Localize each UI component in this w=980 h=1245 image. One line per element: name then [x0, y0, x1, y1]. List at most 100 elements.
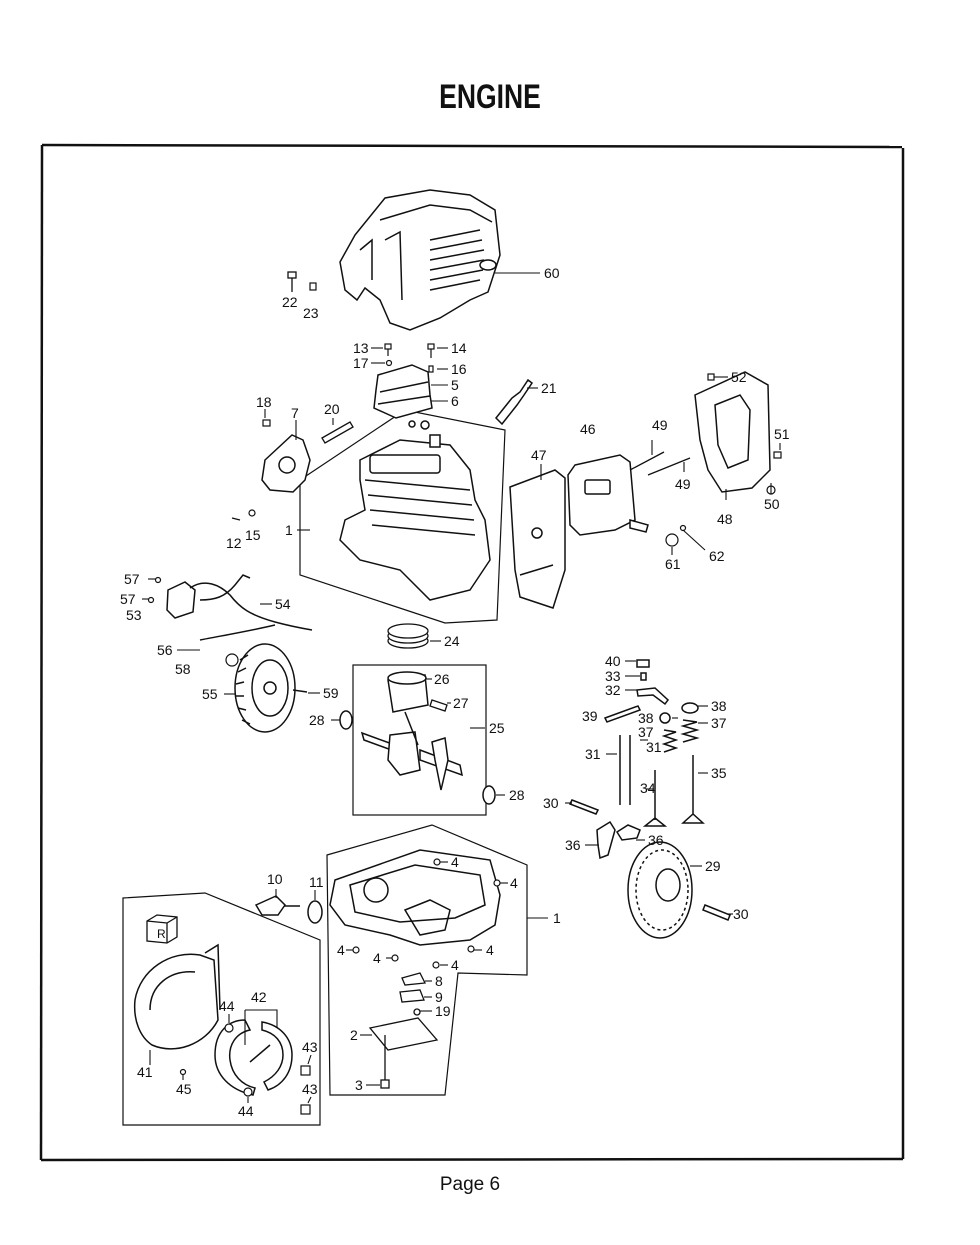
spark-plug	[494, 378, 534, 426]
callout-30-top: 30	[543, 795, 559, 811]
callout-28-right: 28	[509, 787, 525, 803]
muffler	[567, 454, 649, 536]
callout-49-top: 49	[652, 417, 668, 433]
callout-45: 45	[176, 1081, 192, 1097]
callout-4-right-b: 4	[486, 942, 494, 958]
seal-11	[307, 900, 323, 924]
callout-52: 52	[731, 369, 747, 385]
callout-36-left: 36	[565, 837, 581, 853]
callout-53: 53	[126, 607, 142, 623]
muffler-guard	[694, 371, 771, 493]
piston-rings	[387, 623, 429, 649]
callout-62: 62	[709, 548, 725, 564]
callout-11: 11	[309, 874, 324, 890]
cube-badge: R	[157, 927, 166, 941]
callout-50: 50	[764, 496, 780, 512]
callout-58: 58	[175, 661, 191, 677]
valve-35	[681, 755, 705, 824]
ignition-coil	[166, 574, 313, 641]
rod-20	[321, 421, 354, 444]
callout-44-bottom: 44	[238, 1103, 254, 1119]
engine-shroud	[339, 189, 501, 331]
nut-58-washer	[225, 653, 239, 667]
callout-18: 18	[256, 394, 272, 410]
screw-12-15	[231, 509, 256, 521]
rocker-arm-32	[636, 687, 670, 706]
bolts-4	[352, 858, 501, 969]
callout-15: 15	[245, 527, 261, 543]
callout-3: 3	[355, 1077, 363, 1093]
tappet-36-left	[596, 820, 616, 860]
callout-7: 7	[291, 405, 299, 421]
camshaft-gear	[627, 841, 731, 939]
callout-43-top: 43	[302, 1039, 318, 1055]
callout-37-left: 37	[638, 724, 654, 740]
callout-56: 56	[157, 642, 173, 658]
callout-43-bottom: 43	[302, 1081, 318, 1097]
valve-34	[642, 770, 668, 827]
callout-41: 41	[137, 1064, 153, 1080]
callout-28-left: 28	[309, 712, 325, 728]
governor-10	[254, 895, 300, 916]
callout-8: 8	[435, 973, 443, 989]
screw-18-icon	[262, 419, 271, 427]
cylinder-block	[339, 420, 491, 601]
callout-39: 39	[582, 708, 598, 724]
instruction-cube-icon	[146, 914, 178, 944]
heat-shield	[509, 469, 566, 609]
callout-26: 26	[434, 671, 450, 687]
callout-33: 33	[605, 668, 621, 684]
oil-seal-28-right	[482, 785, 496, 805]
callout-10: 10	[267, 871, 283, 887]
callout-61: 61	[665, 556, 681, 572]
screws-57	[147, 576, 162, 604]
callout-35: 35	[711, 765, 727, 781]
key-59	[292, 689, 308, 693]
oil-parts	[368, 972, 439, 1089]
piston	[387, 671, 429, 713]
part-33	[640, 672, 647, 681]
callout-29: 29	[705, 858, 721, 874]
callout-1-cylinder: 1	[285, 522, 293, 538]
callout-37-right: 37	[711, 715, 727, 731]
callout-48: 48	[717, 511, 733, 527]
callout-4-bottom: 4	[451, 957, 459, 973]
callout-5: 5	[451, 377, 459, 393]
group-outlines	[122, 409, 528, 1126]
callout-21: 21	[541, 380, 557, 396]
crankcase-group-outline	[326, 824, 528, 1096]
bolts-49	[629, 451, 691, 476]
callout-16: 16	[451, 361, 467, 377]
callout-59: 59	[323, 685, 339, 701]
callout-57-top: 57	[124, 571, 140, 587]
spring-37-left	[661, 729, 679, 753]
callout-14: 14	[451, 340, 467, 356]
rocker-cover	[373, 364, 433, 419]
callout-17: 17	[353, 355, 369, 371]
callout-49-bottom: 49	[675, 476, 691, 492]
callout-51: 51	[774, 426, 790, 442]
callout-4-left-b: 4	[373, 950, 381, 966]
callout-20: 20	[324, 401, 340, 417]
callout-27: 27	[453, 695, 469, 711]
callout-22: 22	[282, 294, 298, 310]
callout-57-bottom: 57	[120, 591, 136, 607]
callout-54: 54	[275, 596, 291, 612]
screw-22-icon	[287, 271, 297, 292]
washer-23-icon	[309, 282, 317, 291]
callout-32: 32	[605, 682, 621, 698]
part-40	[636, 659, 650, 668]
callout-55: 55	[202, 686, 218, 702]
callout-9: 9	[435, 989, 443, 1005]
callout-12: 12	[226, 535, 242, 551]
callout-46: 46	[580, 421, 596, 437]
side-cover-7	[261, 434, 311, 493]
flywheel	[234, 643, 296, 733]
callout-38-right: 38	[711, 698, 727, 714]
callout-38-left: 38	[638, 710, 654, 726]
callout-47: 47	[531, 447, 547, 463]
callout-2: 2	[350, 1027, 358, 1043]
page-title: ENGINE	[439, 78, 541, 116]
callout-23: 23	[303, 305, 319, 321]
callout-1-crankcase: 1	[553, 910, 561, 926]
